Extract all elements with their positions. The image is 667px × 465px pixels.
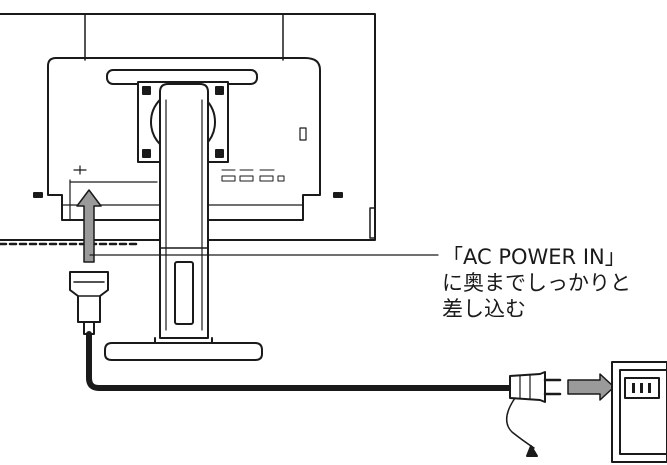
instruction-callout: 「AC POWER IN」 に奥までしっかりと 差し込む bbox=[442, 244, 664, 322]
instruction-line-2: に奥までしっかりと bbox=[442, 271, 631, 295]
insert-arrow-icon bbox=[567, 373, 615, 401]
power-cable-icon bbox=[69, 189, 513, 391]
instruction-line-3: 差し込む bbox=[442, 297, 526, 321]
power-plug-icon bbox=[506, 371, 615, 457]
insert-arrow-icon bbox=[76, 189, 102, 263]
instruction-line-1: 「AC POWER IN」 bbox=[442, 245, 626, 269]
stand-icon bbox=[104, 81, 263, 361]
wall-outlet-icon bbox=[611, 361, 667, 463]
